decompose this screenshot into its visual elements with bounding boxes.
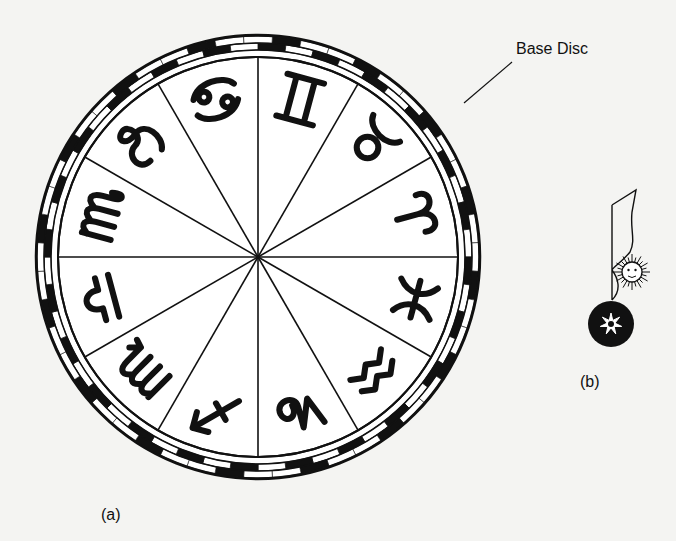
ring-segment	[112, 418, 139, 441]
base-disc	[36, 35, 480, 479]
sector-line	[258, 157, 431, 257]
ring-segment	[60, 352, 80, 380]
ring-segment	[436, 352, 456, 380]
ring-segment	[419, 376, 442, 403]
ring-segment	[74, 376, 97, 403]
zodiac-glyph	[81, 275, 119, 324]
ring-segment	[377, 418, 404, 441]
ring-segment	[353, 59, 381, 79]
pointer-figure	[588, 190, 650, 347]
ring-segment	[135, 435, 163, 455]
ring-segment	[399, 398, 424, 423]
ring-segment	[436, 134, 456, 162]
ring-segment	[399, 91, 424, 116]
figure-label: (a)	[101, 506, 121, 524]
ring-segment	[60, 134, 80, 162]
zodiac-glyph	[276, 74, 324, 126]
sector-line	[158, 84, 258, 257]
sector-line	[257, 57, 259, 257]
sector-line	[58, 256, 258, 258]
ring-segment	[377, 73, 404, 96]
sector-line	[257, 257, 259, 457]
ring-segment	[419, 111, 442, 138]
zodiac-glyph	[190, 76, 241, 123]
zodiac-glyph	[392, 192, 437, 238]
ring-segment	[135, 59, 163, 79]
zodiac-glyph	[193, 391, 239, 437]
zodiac-glyph	[114, 340, 172, 398]
zodiac-glyph	[114, 116, 167, 169]
figure-label: Base Disc	[516, 40, 588, 58]
ring-segment	[92, 398, 117, 423]
zodiac-glyph	[81, 187, 122, 240]
ring-segment	[74, 111, 97, 138]
zodiac-glyph	[392, 276, 438, 322]
figure-label: (b)	[580, 373, 600, 391]
sector-line	[85, 257, 258, 357]
ring-segment	[112, 73, 139, 96]
ring-segment	[353, 435, 381, 455]
sector-line	[258, 256, 458, 258]
zodiac-glyph	[347, 115, 400, 168]
ring-segment	[92, 91, 117, 116]
zodiac-glyph	[277, 392, 324, 432]
zodiac-glyph	[350, 349, 398, 397]
sector-line	[158, 257, 258, 430]
leader-line	[464, 62, 512, 103]
